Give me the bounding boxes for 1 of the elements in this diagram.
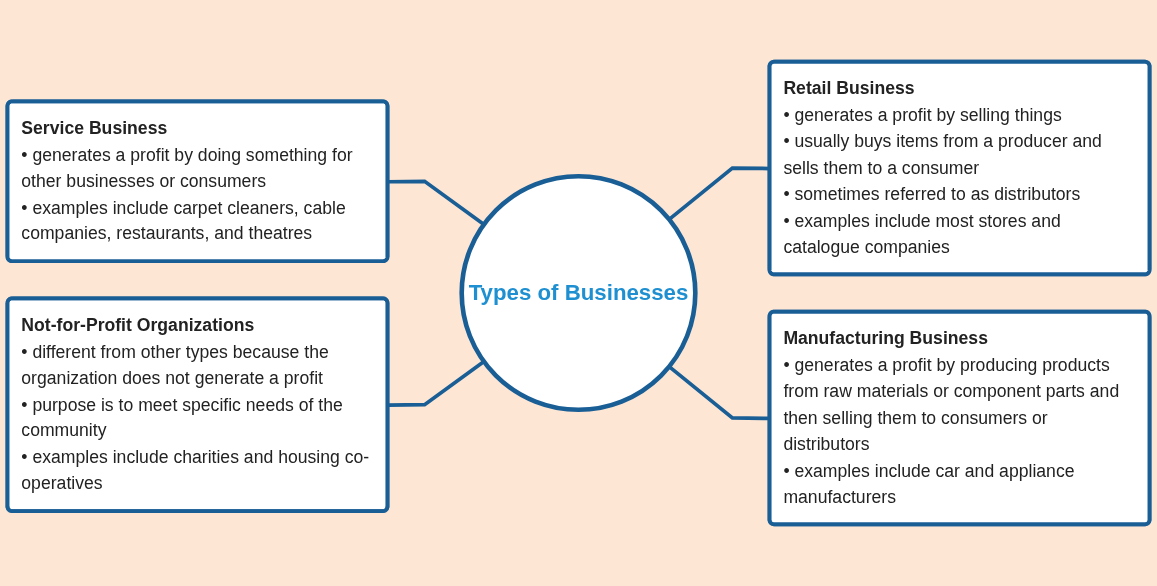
node-circle: Types of Businesses	[459, 173, 698, 413]
